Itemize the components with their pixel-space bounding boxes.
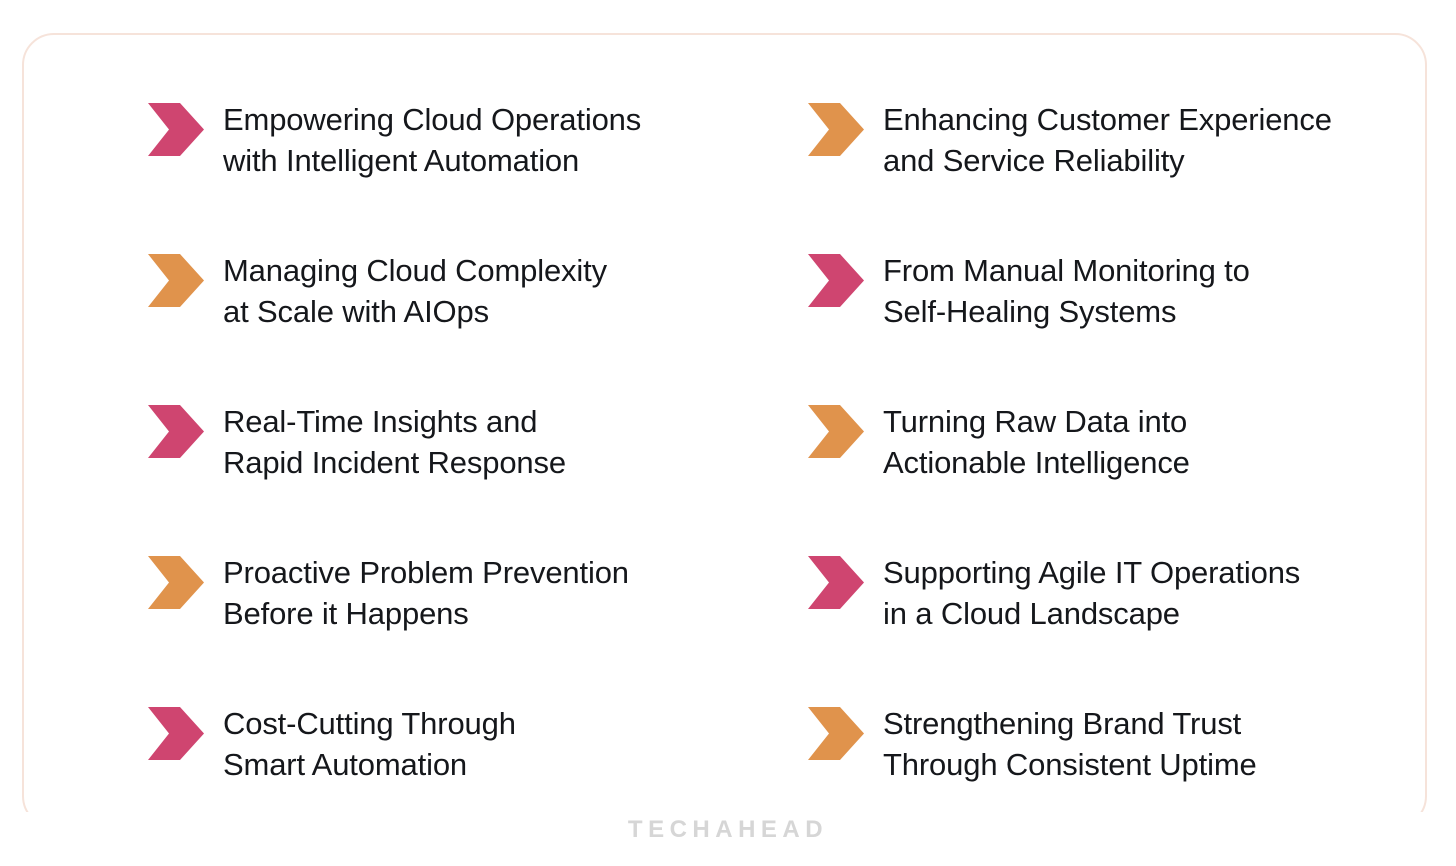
chevron-arrow-icon	[148, 405, 204, 458]
chevron-arrow-icon	[148, 707, 204, 760]
feature-item: Strengthening Brand Trust Through Consis…	[808, 704, 1456, 855]
chevron-arrow-icon	[808, 405, 864, 458]
brand-watermark-label: TECHAHEAD	[593, 812, 863, 848]
feature-item: From Manual Monitoring to Self-Healing S…	[808, 251, 1456, 402]
feature-item-label: Managing Cloud Complexity at Scale with …	[223, 253, 607, 329]
feature-item-label: Enhancing Customer Experience and Servic…	[883, 102, 1332, 178]
chevron-arrow-icon	[808, 707, 864, 760]
feature-item: Turning Raw Data into Actionable Intelli…	[808, 402, 1456, 553]
chevron-arrow-icon	[808, 556, 864, 609]
chevron-arrow-icon	[148, 103, 204, 156]
chevron-arrow-icon	[808, 103, 864, 156]
feature-item: Empowering Cloud Operations with Intelli…	[148, 100, 808, 251]
feature-item-label: Real-Time Insights and Rapid Incident Re…	[223, 404, 566, 480]
chevron-arrow-icon	[808, 254, 864, 307]
feature-item: Managing Cloud Complexity at Scale with …	[148, 251, 808, 402]
feature-item: Cost-Cutting Through Smart Automation	[148, 704, 808, 855]
feature-item-label: Empowering Cloud Operations with Intelli…	[223, 102, 642, 178]
feature-item-label: Cost-Cutting Through Smart Automation	[223, 706, 516, 782]
brand-watermark: TECHAHEAD	[0, 812, 1456, 848]
feature-item-label: Strengthening Brand Trust Through Consis…	[883, 706, 1257, 782]
feature-item-label: Supporting Agile IT Operations in a Clou…	[883, 555, 1301, 631]
feature-item: Enhancing Customer Experience and Servic…	[808, 100, 1456, 251]
feature-item-label: Proactive Problem Prevention Before it H…	[223, 555, 629, 631]
content-card	[22, 33, 1427, 828]
feature-item: Real-Time Insights and Rapid Incident Re…	[148, 402, 808, 553]
feature-item: Proactive Problem Prevention Before it H…	[148, 553, 808, 704]
feature-item: Supporting Agile IT Operations in a Clou…	[808, 553, 1456, 704]
chevron-arrow-icon	[148, 556, 204, 609]
feature-item-label: From Manual Monitoring to Self-Healing S…	[883, 253, 1250, 329]
chevron-arrow-icon	[148, 254, 204, 307]
feature-item-label: Turning Raw Data into Actionable Intelli…	[883, 404, 1190, 480]
